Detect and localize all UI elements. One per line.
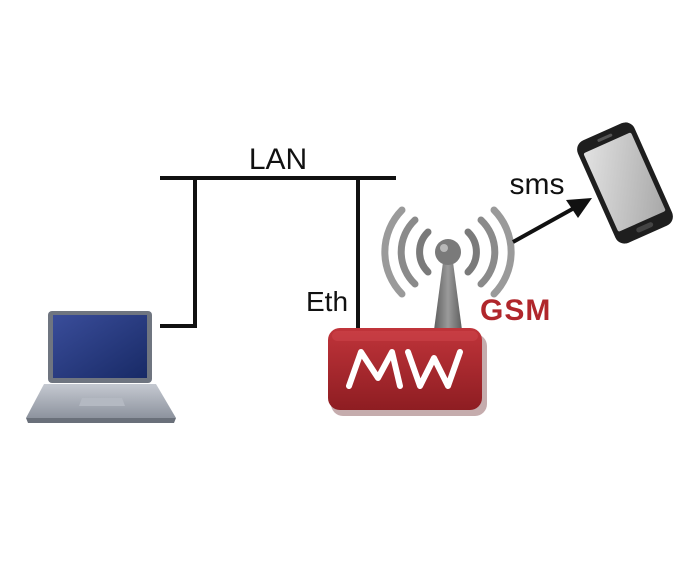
eth-label: Eth bbox=[306, 286, 348, 317]
lan-network-lines bbox=[160, 176, 396, 330]
arrow-right-icon bbox=[512, 198, 592, 244]
sms-label: sms bbox=[510, 168, 565, 201]
lan-label: LAN bbox=[249, 143, 307, 176]
mw-logo-mark-w bbox=[405, 349, 463, 389]
mw-gsm-gateway-icon bbox=[328, 328, 487, 416]
gsm-label: GSM bbox=[480, 294, 551, 327]
laptop-icon bbox=[26, 311, 176, 423]
mw-logo-mark bbox=[346, 349, 403, 389]
radio-antenna-icon bbox=[381, 206, 515, 330]
smartphone-icon bbox=[577, 122, 673, 244]
